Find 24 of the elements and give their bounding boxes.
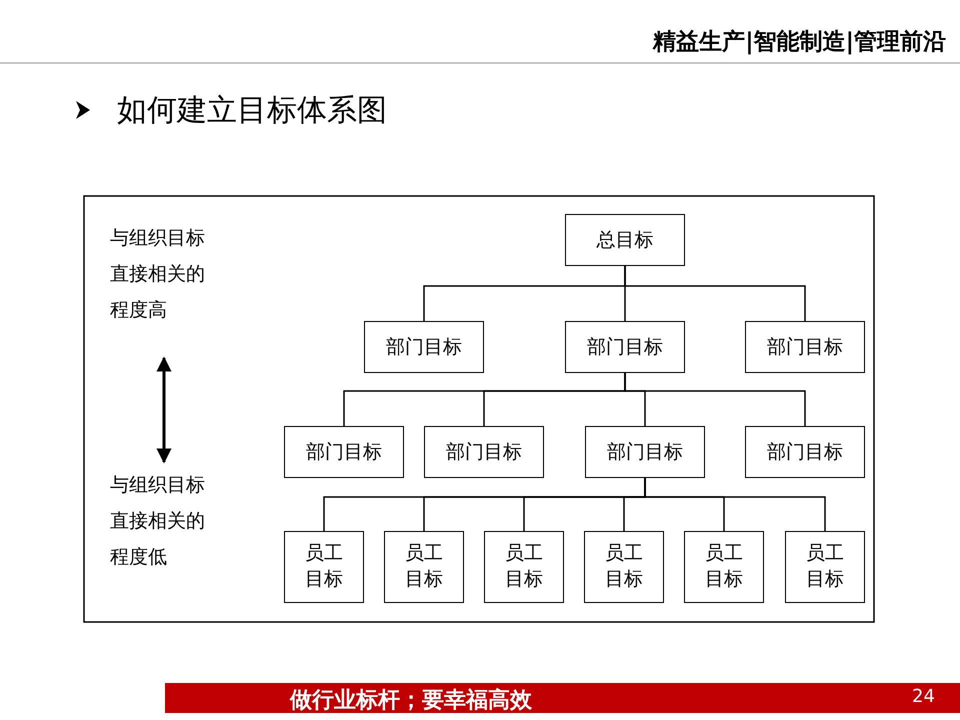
scale-text: 与组织目标直接相关的程度高 xyxy=(110,220,210,328)
department-goal-box: 部门目标 xyxy=(364,321,484,373)
connector-line xyxy=(624,266,806,321)
connector-line xyxy=(644,478,826,531)
department-goal-box: 部门目标 xyxy=(745,426,865,478)
connector-line xyxy=(624,373,806,426)
department-goal-box: 部门目标 xyxy=(565,321,685,373)
employee-goal-box: 员工目标 xyxy=(684,531,764,603)
department-goal-box: 部门目标 xyxy=(745,321,865,373)
employee-goal-box: 员工目标 xyxy=(584,531,664,603)
department-goal-box: 部门目标 xyxy=(424,426,544,478)
slide-title: 如何建立目标体系图 xyxy=(117,92,387,130)
department-goal-box: 部门目标 xyxy=(585,426,705,478)
employee-goal-box: 员工目标 xyxy=(384,531,464,603)
footer-slogan: 做行业标杆；要幸福高效 xyxy=(290,686,532,715)
department-goal-box: 部门目标 xyxy=(284,426,404,478)
overall-goal-box: 总目标 xyxy=(565,214,685,266)
employee-goal-box: 员工目标 xyxy=(785,531,865,603)
employee-goal-box: 员工目标 xyxy=(284,531,364,603)
double-arrow xyxy=(156,356,172,464)
scale-text: 与组织目标直接相关的程度低 xyxy=(110,467,210,575)
employee-goal-box: 员工目标 xyxy=(484,531,564,603)
page-number: 24 xyxy=(912,686,935,707)
header-tagline: 精益生产|智能制造|管理前沿 xyxy=(653,28,946,57)
